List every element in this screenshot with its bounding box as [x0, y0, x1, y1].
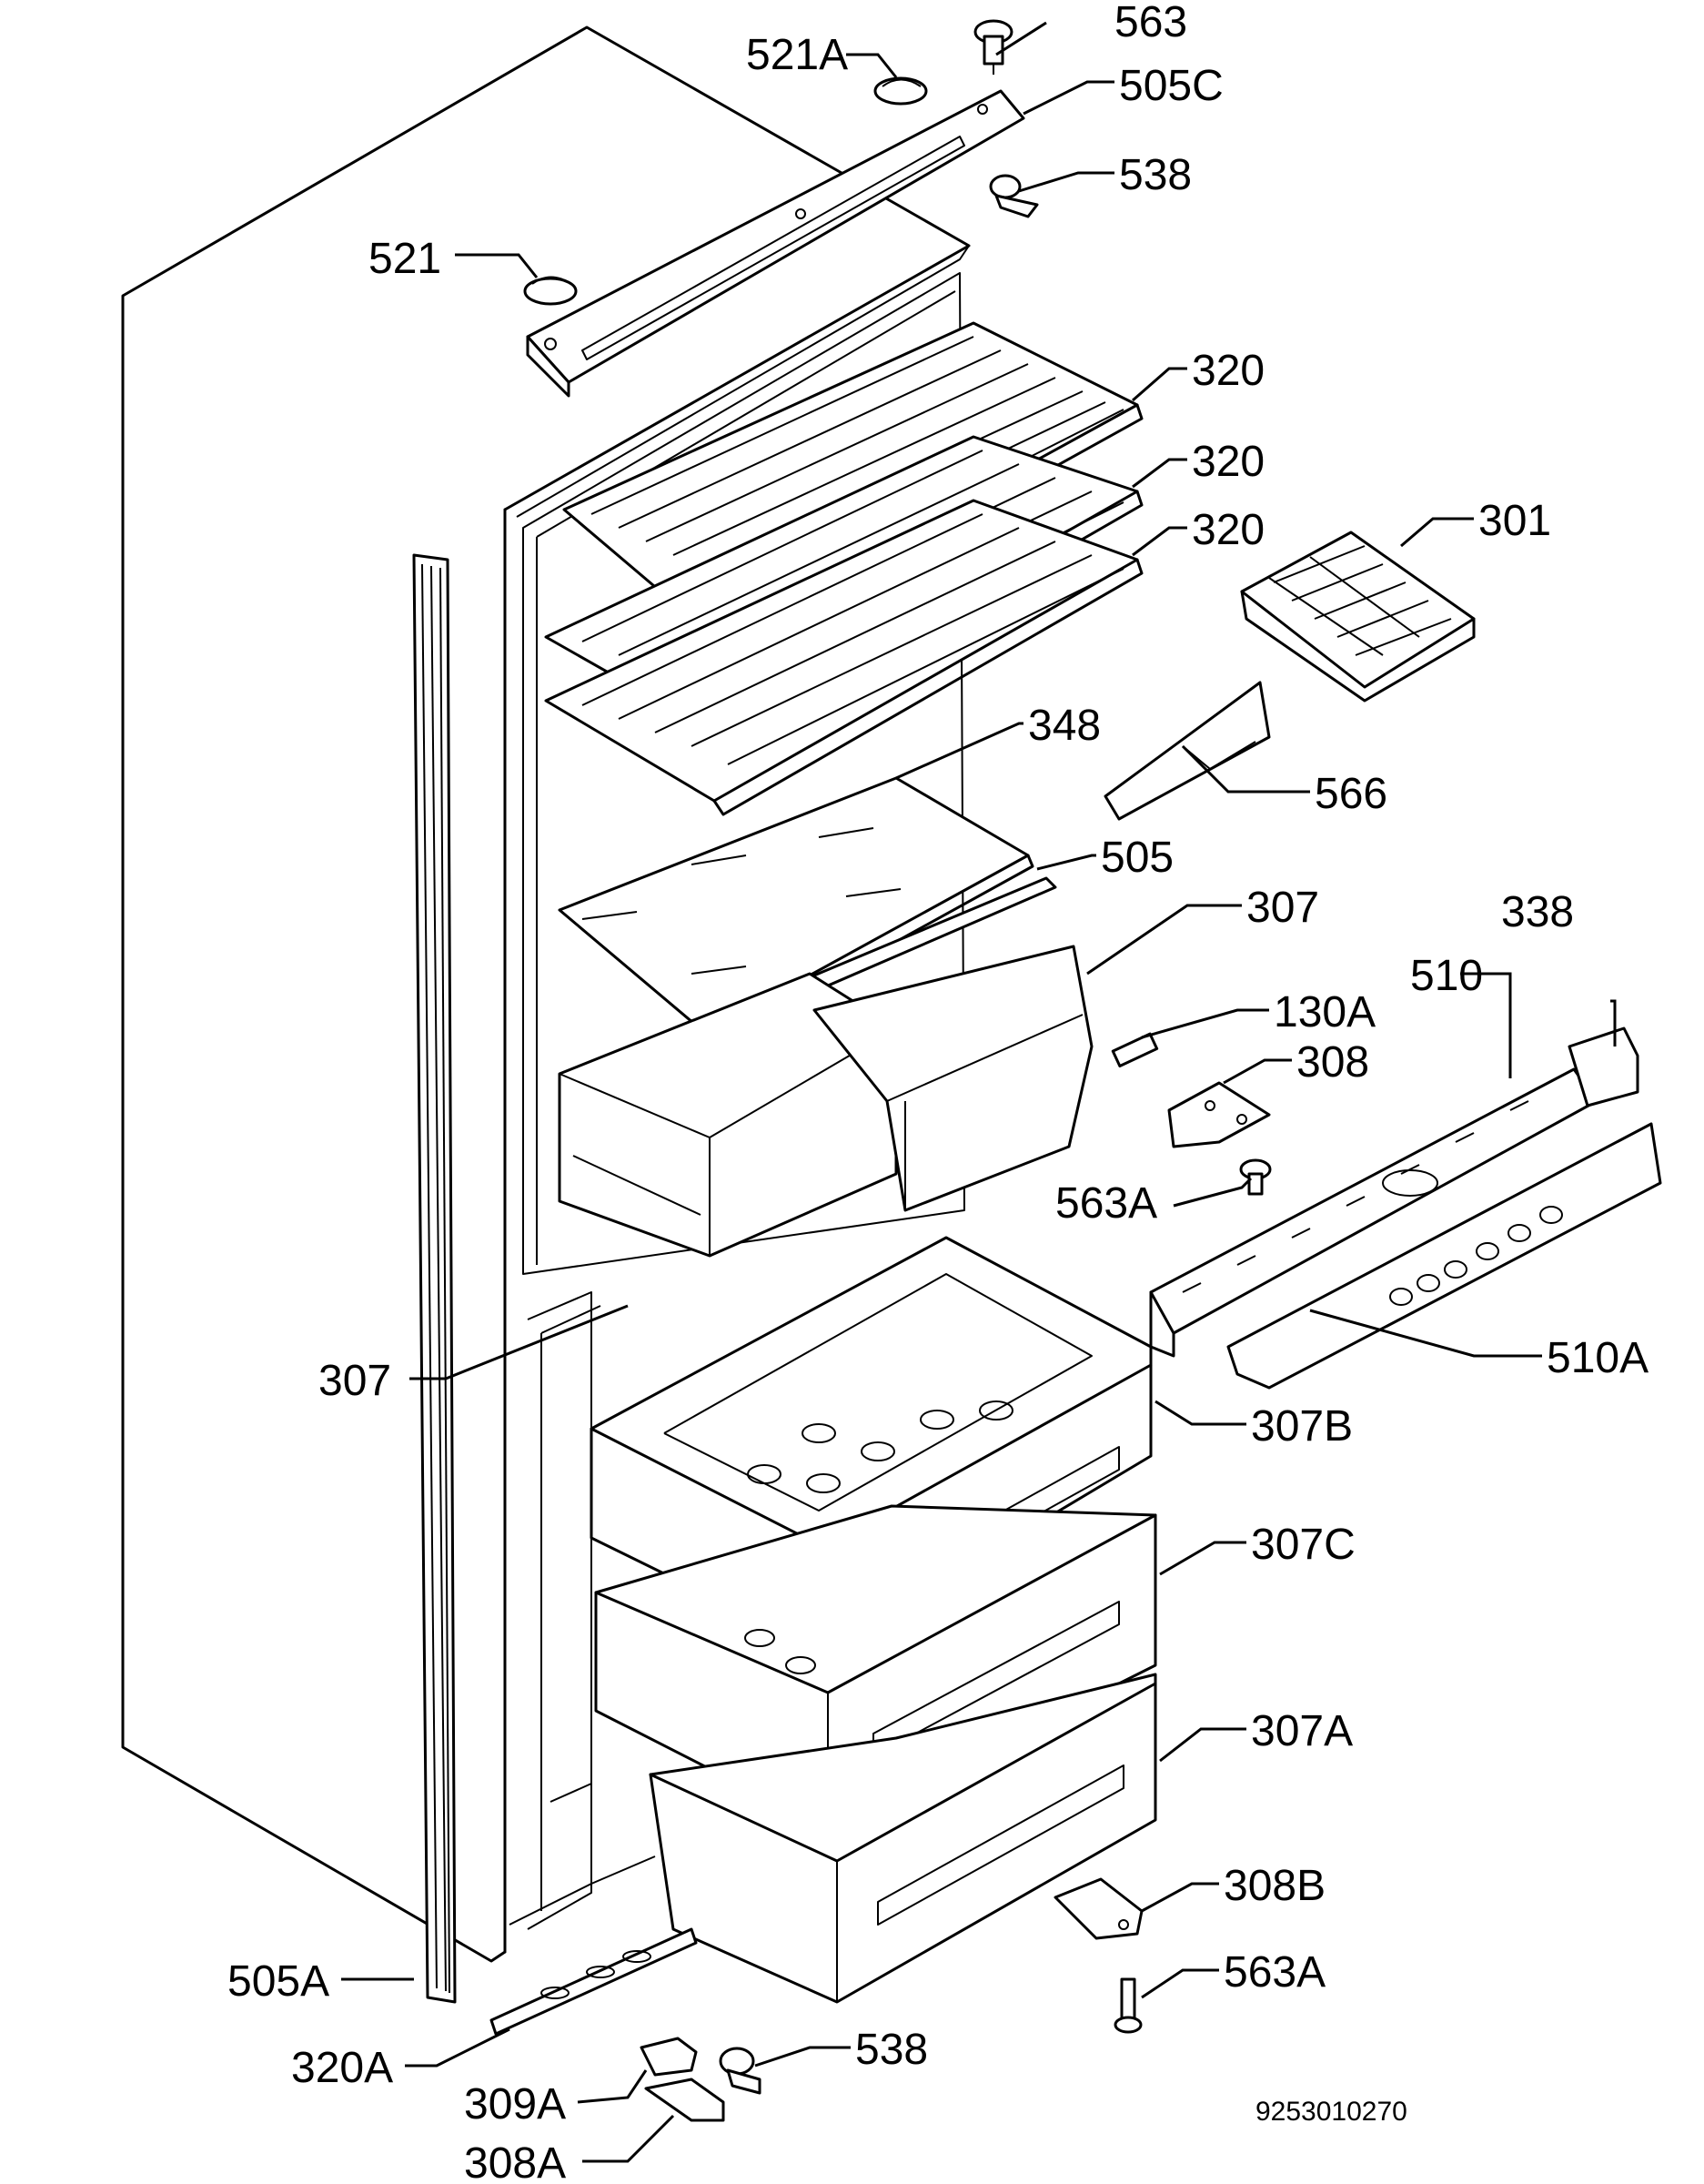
- callout-130a: 130A: [1274, 988, 1376, 1036]
- cover-309a: [640, 2037, 698, 2077]
- callout-labels: 563 521A 505C 538 521 320 320 320 301 34…: [227, 0, 1649, 2184]
- freezer-drawer-307a: [649, 1673, 1157, 2004]
- callout-566: 566: [1315, 770, 1387, 818]
- callout-521: 521: [368, 235, 441, 283]
- callout-510: 510: [1410, 952, 1483, 1000]
- callout-308: 308: [1296, 1038, 1369, 1087]
- freezer-drawer-307c: [594, 1504, 1157, 1831]
- callout-538-bottom: 538: [855, 2026, 928, 2074]
- callout-307-left: 307: [318, 1357, 391, 1405]
- hinge-bracket-308: [1111, 1032, 1271, 1148]
- callout-307-upper: 307: [1246, 884, 1319, 932]
- callout-505c: 505C: [1119, 62, 1224, 110]
- callout-320-2: 320: [1192, 438, 1265, 486]
- screw-563a-low: [1114, 1977, 1143, 2034]
- callout-308b: 308B: [1224, 1862, 1326, 1910]
- callout-320a: 320A: [291, 2044, 393, 2092]
- callout-307a: 307A: [1251, 1707, 1353, 1755]
- callout-320-1: 320: [1192, 347, 1265, 395]
- callout-338: 338: [1501, 888, 1574, 936]
- ice-cube-tray: [1240, 531, 1476, 703]
- callout-563-top: 563: [1114, 0, 1187, 46]
- callout-307c: 307C: [1251, 1521, 1356, 1569]
- callout-320-3: 320: [1192, 506, 1265, 554]
- callout-563a-low: 563A: [1224, 1948, 1326, 1997]
- hinge-cover-521a: [873, 76, 928, 106]
- diagram-number: 9253010270: [1255, 2097, 1407, 2127]
- callout-563a-mid: 563A: [1055, 1179, 1157, 1228]
- door-shelf-front-510a: [1226, 1122, 1662, 1390]
- hinge-pin-538-bottom: [719, 2047, 761, 2095]
- callout-521a: 521A: [746, 31, 848, 79]
- hinge-pin-538-top: [989, 174, 1039, 218]
- callout-348: 348: [1028, 702, 1101, 750]
- leader-lines: [341, 21, 1617, 2163]
- wire-shelf-3: [544, 499, 1144, 816]
- callout-307b: 307B: [1251, 1402, 1353, 1451]
- hinge-bracket-308b: [1054, 1877, 1144, 1940]
- freezer-drawer-307b: [590, 1236, 1153, 1653]
- screw-563-top: [973, 19, 1013, 75]
- callout-301: 301: [1478, 497, 1551, 545]
- callout-308a: 308A: [464, 2139, 566, 2184]
- hinge-bracket-308a: [644, 2078, 725, 2122]
- screw-563a-mid: [1239, 1158, 1272, 1196]
- callout-510a: 510A: [1547, 1334, 1649, 1382]
- bottom-hinge-rail-320a: [489, 1927, 698, 2036]
- crisper-drawer-left: [558, 972, 898, 1258]
- cabinet-body: [121, 25, 971, 1963]
- door-gasket-strip: [412, 553, 457, 2004]
- callout-309a: 309A: [464, 2080, 566, 2128]
- crisper-drawer-right: [812, 945, 1094, 1212]
- hinge-cover-521: [523, 276, 578, 306]
- top-hinge-rail: [526, 89, 1025, 398]
- callout-505a: 505A: [227, 1957, 329, 2006]
- callout-505: 505: [1101, 834, 1174, 882]
- callout-538-top: 538: [1119, 151, 1192, 199]
